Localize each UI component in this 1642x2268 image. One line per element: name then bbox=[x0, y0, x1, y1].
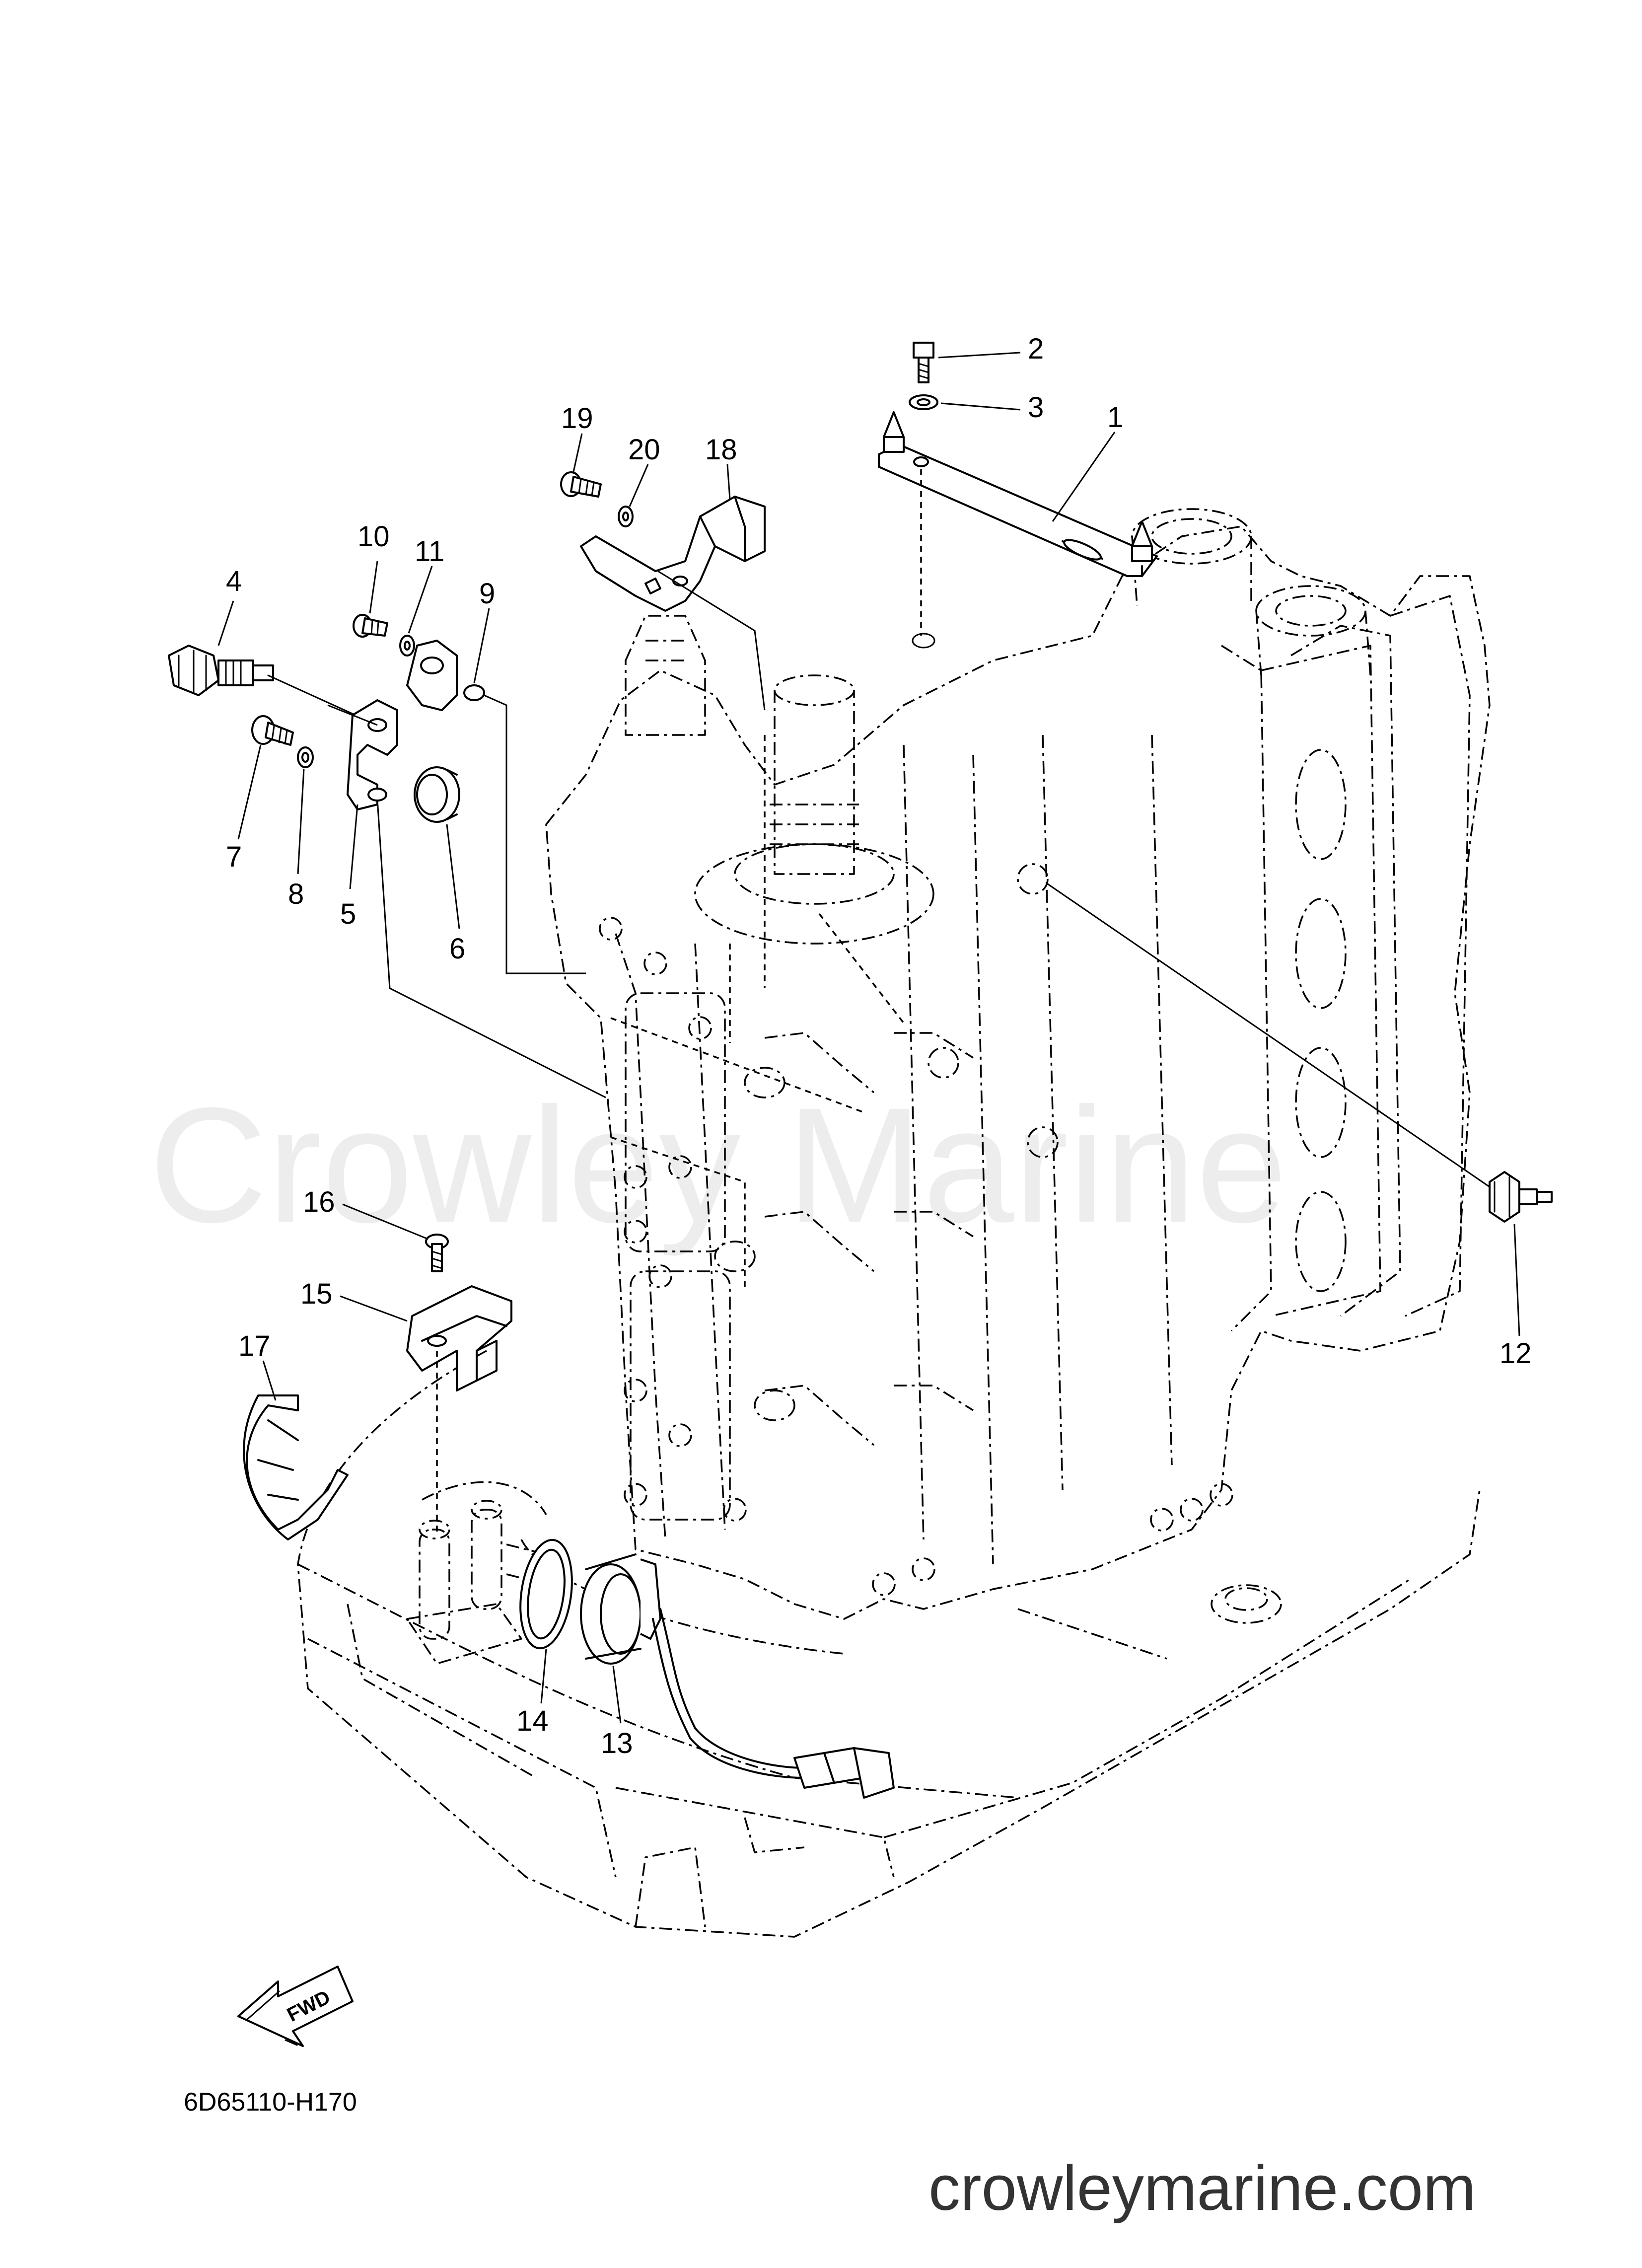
watermark-text: Crowley Marine bbox=[149, 1073, 1287, 1257]
website-text: crowleymarine.com bbox=[928, 2153, 1476, 2224]
label-5: 5 bbox=[340, 898, 356, 930]
label-6: 6 bbox=[449, 933, 465, 965]
part-10-bolt bbox=[353, 614, 388, 638]
part-17-clip bbox=[243, 1394, 349, 1540]
label-13: 13 bbox=[601, 1727, 633, 1759]
label-1: 1 bbox=[1107, 401, 1123, 434]
label-14: 14 bbox=[516, 1705, 549, 1737]
part-20-washer bbox=[618, 506, 634, 527]
label-15: 15 bbox=[300, 1278, 333, 1310]
part-number-labels: 1 2 3 4 5 6 7 8 9 10 11 12 13 14 15 16 1… bbox=[226, 333, 1532, 1759]
drawing-code: 6D65110-H170 bbox=[184, 2088, 357, 2117]
label-12: 12 bbox=[1499, 1337, 1532, 1370]
part-6-grommet bbox=[414, 766, 460, 823]
leader-lines bbox=[217, 352, 1520, 1724]
part-2-bolt bbox=[913, 342, 934, 383]
part-16-screw bbox=[425, 1234, 449, 1272]
bottom-cowling-outline bbox=[297, 1350, 1481, 1938]
engine-block-outline bbox=[545, 508, 1491, 1620]
part-19-bolt bbox=[560, 471, 602, 498]
label-17: 17 bbox=[238, 1330, 271, 1362]
part-13-harness bbox=[580, 1553, 895, 1799]
part-1-bracket bbox=[878, 411, 1158, 649]
part-12-sensor bbox=[1489, 1171, 1553, 1223]
part-11-washer bbox=[399, 635, 415, 657]
label-3: 3 bbox=[1028, 391, 1044, 424]
part-9-clamp bbox=[406, 640, 485, 711]
label-11: 11 bbox=[415, 535, 444, 568]
part-4-sensor bbox=[168, 645, 378, 726]
part-14-o-ring bbox=[519, 1538, 573, 1650]
label-20: 20 bbox=[628, 434, 660, 466]
label-4: 4 bbox=[226, 565, 242, 597]
label-19: 19 bbox=[561, 402, 593, 435]
part-3-washer bbox=[909, 394, 938, 410]
label-7: 7 bbox=[226, 841, 242, 873]
fwd-arrow-icon: FWD bbox=[237, 1966, 354, 2047]
label-10: 10 bbox=[357, 520, 390, 553]
part-18-bracket bbox=[580, 496, 766, 612]
part-7-screw bbox=[251, 715, 294, 746]
label-8: 8 bbox=[288, 878, 304, 910]
label-18: 18 bbox=[705, 434, 737, 466]
part-8-washer bbox=[297, 746, 314, 768]
label-9: 9 bbox=[479, 578, 495, 610]
label-16: 16 bbox=[303, 1186, 335, 1218]
part-15-holder bbox=[406, 1285, 512, 1535]
label-2: 2 bbox=[1028, 333, 1044, 365]
